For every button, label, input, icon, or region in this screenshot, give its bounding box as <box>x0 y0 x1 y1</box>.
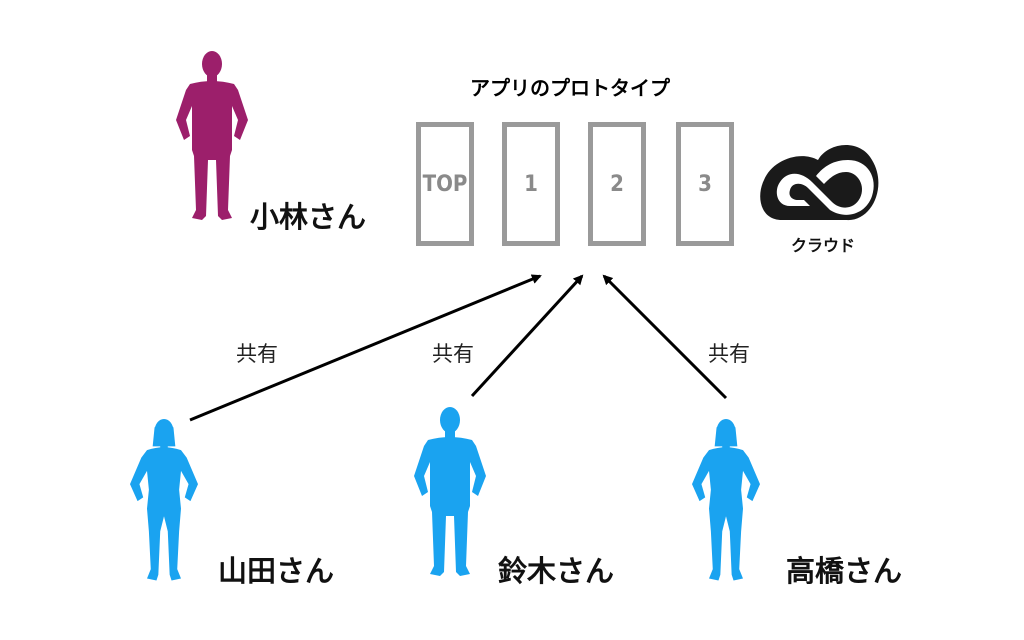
share-arrow-yamada <box>189 274 542 422</box>
person-suzuki-label: 鈴木さん <box>498 554 615 588</box>
person-kobayashi-icon <box>176 51 248 220</box>
person-takahashi-label: 高橋さん <box>786 554 903 588</box>
screen-2: 2 <box>588 122 646 246</box>
screen-1: 1 <box>502 122 560 246</box>
person-kobayashi-label: 小林さん <box>250 200 367 234</box>
cloud-label: クラウド <box>790 236 855 255</box>
screen-3: 3 <box>676 122 734 246</box>
prototype-title: アプリのプロトタイプ <box>470 76 670 100</box>
share-label-yamada: 共有 <box>236 342 278 366</box>
share-label-takahashi: 共有 <box>708 342 750 366</box>
person-yamada-label: 山田さん <box>218 554 335 588</box>
creative-cloud-icon <box>760 144 879 221</box>
screen-top: TOP <box>416 122 474 246</box>
person-yamada-icon <box>130 418 198 581</box>
share-label-suzuki: 共有 <box>432 342 474 366</box>
person-takahashi-icon <box>692 418 760 581</box>
person-suzuki-icon <box>414 407 486 576</box>
share-arrow-suzuki <box>470 274 584 398</box>
share-arrow-takahashi <box>602 274 728 400</box>
